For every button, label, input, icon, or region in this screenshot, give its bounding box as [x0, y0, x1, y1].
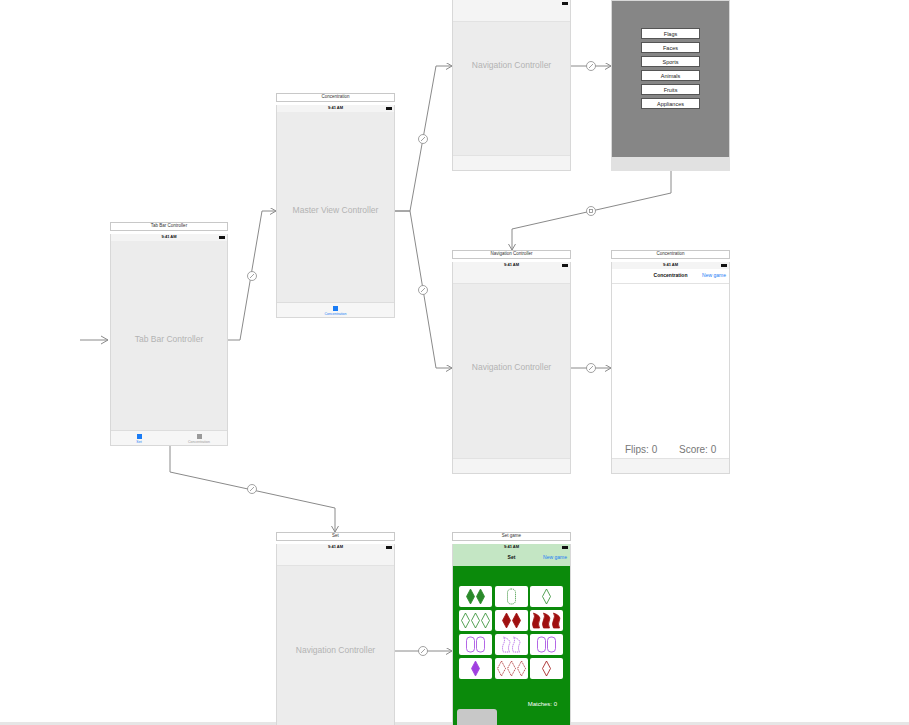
battery-icon — [219, 236, 225, 239]
scene: Navigation Controller — [452, 0, 571, 171]
segue-connector — [395, 66, 452, 211]
scene-screen — [452, 0, 571, 171]
button-label: Animals — [642, 73, 699, 79]
menu-button: Animals — [641, 70, 700, 81]
menu-button: Faces — [641, 42, 700, 53]
scene-tabl: Set — [119, 441, 159, 445]
scene-status: 9:41 AM — [452, 263, 571, 267]
button-label: Fruits — [642, 87, 699, 93]
scene-flips: Flips: 0 — [625, 444, 657, 455]
menu-button: Sports — [641, 56, 700, 67]
battery-icon — [562, 546, 568, 549]
scene-screen — [276, 544, 395, 725]
bottom-bar — [612, 458, 730, 473]
button-label: Faces — [642, 45, 699, 51]
scene-status: 9:41 AM — [611, 263, 730, 267]
battery-icon — [386, 107, 392, 110]
scene: Tab Bar Controller 9:41 AM Tab Bar Control… — [110, 222, 228, 446]
battery-icon — [386, 546, 392, 549]
scene-tabr: Concentration — [179, 441, 219, 445]
scene-navright: New game — [543, 555, 567, 561]
scene: FlagsFacesSportsAnimalsFruitsAppliances — [611, 0, 730, 171]
tab-icon — [197, 434, 202, 439]
tab-icon — [137, 434, 142, 439]
menu-button: Appliances — [641, 98, 700, 109]
button-label: Sports — [642, 59, 699, 65]
scene-screen — [611, 262, 730, 474]
segue-connector — [395, 211, 452, 368]
scene-body: Tab Bar Controller — [110, 335, 228, 344]
grey-button — [457, 709, 497, 725]
navigation-bar — [453, 7, 571, 22]
status-bar — [453, 0, 571, 7]
scene-title: Tab Bar Controller — [110, 224, 228, 229]
scene-status: 9:41 AM — [452, 545, 571, 549]
menu-button: Flags — [641, 28, 700, 39]
scene-matches: Matches: 0 — [528, 701, 557, 708]
scene: Set 9:41 AM Navigation Controller — [276, 532, 395, 725]
bottom-bar — [611, 157, 730, 171]
menu-button: Fruits — [641, 84, 700, 95]
scene-navright: New game — [702, 273, 726, 279]
scene-title: Concentration — [611, 252, 730, 257]
scene-status: 9:41 AM — [276, 106, 395, 110]
navigation-bar — [453, 269, 571, 284]
battery-icon — [721, 264, 727, 267]
scene: Navigation Controller 9:41 AM Navigation C… — [452, 250, 571, 474]
scene-body: Navigation Controller — [452, 363, 571, 372]
scene: Concentration 9:41 AM Master View Controll… — [276, 93, 395, 318]
scene: Concentration9:41 AMConcentrationNew gam… — [611, 250, 730, 474]
scene-status: 9:41 AM — [110, 235, 228, 239]
scene-status: 9:41 AM — [276, 545, 395, 549]
segue-connector — [512, 171, 671, 250]
bottom-bar — [453, 155, 571, 170]
scene-body: Navigation Controller — [452, 61, 571, 70]
set-cards — [452, 572, 571, 722]
navigation-bar — [277, 551, 395, 566]
scene-title: Set game — [452, 534, 571, 539]
scene-title: Navigation Controller — [452, 252, 571, 257]
scene-score: Score: 0 — [679, 444, 716, 455]
scene-title: Set — [276, 534, 395, 539]
battery-icon — [562, 264, 568, 267]
tab-icon — [333, 306, 338, 311]
segue-connector — [228, 211, 276, 340]
button-label: Flags — [642, 31, 699, 37]
bottom-bar — [453, 458, 571, 473]
scene: Set game9:41 AMSetNew gameMatches: 0 — [452, 532, 571, 725]
scene-body: Master View Controller — [276, 206, 395, 215]
segue-connector — [170, 446, 335, 532]
scene-tabc: Concentration — [276, 313, 395, 317]
battery-icon — [562, 2, 568, 5]
button-label: Appliances — [642, 101, 699, 107]
scene-body: Navigation Controller — [276, 646, 395, 655]
scene-title: Concentration — [276, 95, 395, 100]
